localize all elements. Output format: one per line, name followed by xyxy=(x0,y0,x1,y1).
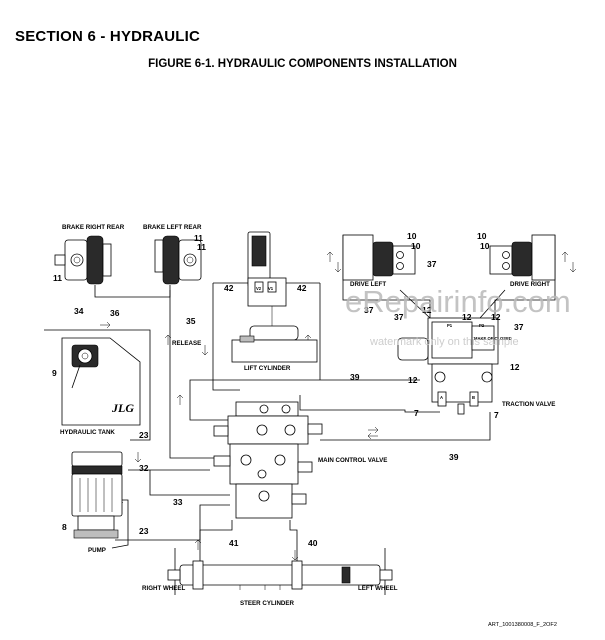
port-b: B xyxy=(472,395,475,400)
traction-valve xyxy=(397,317,499,415)
traction-plate: MAKE OF CLOSED xyxy=(474,336,512,341)
callout-7-b: 7 xyxy=(494,410,499,420)
label-brake-left-rear: BRAKE LEFT REAR xyxy=(143,224,202,231)
port-v2: V2 xyxy=(256,286,262,291)
port-p2: P2 xyxy=(479,323,485,328)
label-hydraulic-tank: HYDRAULIC TANK xyxy=(60,429,115,436)
hydraulic-tank xyxy=(61,337,141,426)
watermark-note: watermark only on this sample xyxy=(369,336,519,348)
callout-39-a: 39 xyxy=(350,372,360,382)
drive-left-motor xyxy=(342,234,416,281)
callout-7-a: 7 xyxy=(414,408,419,418)
art-number: ART_1001380008_F_2OF2 xyxy=(488,622,557,628)
label-drive-right: DRIVE RIGHT xyxy=(510,281,550,288)
port-v1: V1 xyxy=(268,286,274,291)
callout-37-c: 37 xyxy=(394,312,404,322)
callout-10-c: 10 xyxy=(477,231,487,241)
callout-36: 36 xyxy=(110,308,120,318)
callout-8: 8 xyxy=(62,522,67,532)
callout-12-a: 12 xyxy=(422,305,432,315)
callout-10-d: 10 xyxy=(480,241,490,251)
port-a: A xyxy=(440,395,443,400)
tank-logo: JLG xyxy=(111,401,134,415)
callout-9: 9 xyxy=(52,368,57,378)
callout-12-c: 12 xyxy=(491,312,501,322)
callout-40: 40 xyxy=(308,538,318,548)
callout-32: 32 xyxy=(139,463,149,473)
label-lift-cylinder: LIFT CYLINDER xyxy=(244,365,291,372)
steer-cylinder xyxy=(167,560,393,590)
pump-unit xyxy=(71,451,129,549)
label-pump: PUMP xyxy=(88,547,106,554)
callout-37-b: 37 xyxy=(364,305,374,315)
drive-right-motor xyxy=(489,234,556,281)
label-drive-left: DRIVE LEFT xyxy=(350,281,386,288)
callout-42-b: 42 xyxy=(297,283,307,293)
label-main-control-valve: MAIN CONTROL VALVE xyxy=(318,457,387,464)
brake-left-rear xyxy=(154,235,202,285)
lift-cylinder xyxy=(231,231,318,363)
label-brake-right-rear: BRAKE RIGHT REAR xyxy=(62,224,125,231)
callout-10-b: 10 xyxy=(411,241,421,251)
callout-37-d: 37 xyxy=(514,322,524,332)
label-traction-valve: TRACTION VALVE xyxy=(502,401,555,408)
port-p1: P1 xyxy=(447,323,453,328)
callout-12-e: 12 xyxy=(510,362,520,372)
callout-10-a: 10 xyxy=(407,231,417,241)
callout-33: 33 xyxy=(173,497,183,507)
callout-12-d: 12 xyxy=(408,375,418,385)
main-control-valve xyxy=(213,401,323,519)
callout-39-b: 39 xyxy=(449,452,459,462)
callout-11-b: 11 xyxy=(194,233,203,243)
figure-title: FIGURE 6-1. HYDRAULIC COMPONENTS INSTALL… xyxy=(148,58,457,70)
callout-37-a: 37 xyxy=(427,259,437,269)
callout-11-c: 11 xyxy=(197,242,206,252)
callout-34: 34 xyxy=(74,306,84,316)
callout-23-b: 23 xyxy=(139,526,149,536)
callout-35: 35 xyxy=(186,316,196,326)
callout-11-a: 11 xyxy=(53,273,62,283)
brake-right-rear xyxy=(54,235,112,285)
callout-12-b: 12 xyxy=(462,312,472,322)
callout-23-a: 23 xyxy=(139,430,149,440)
label-right-wheel: RIGHT WHEEL xyxy=(142,585,186,592)
label-steer-cylinder: STEER CYLINDER xyxy=(240,600,295,607)
section-title: SECTION 6 - HYDRAULIC xyxy=(15,28,201,45)
label-release: RELEASE xyxy=(172,340,201,347)
callout-42-a: 42 xyxy=(224,283,234,293)
watermark-site: eRepairinfo.com xyxy=(345,284,571,319)
label-left-wheel: LEFT WHEEL xyxy=(358,585,398,592)
callout-41: 41 xyxy=(229,538,239,548)
